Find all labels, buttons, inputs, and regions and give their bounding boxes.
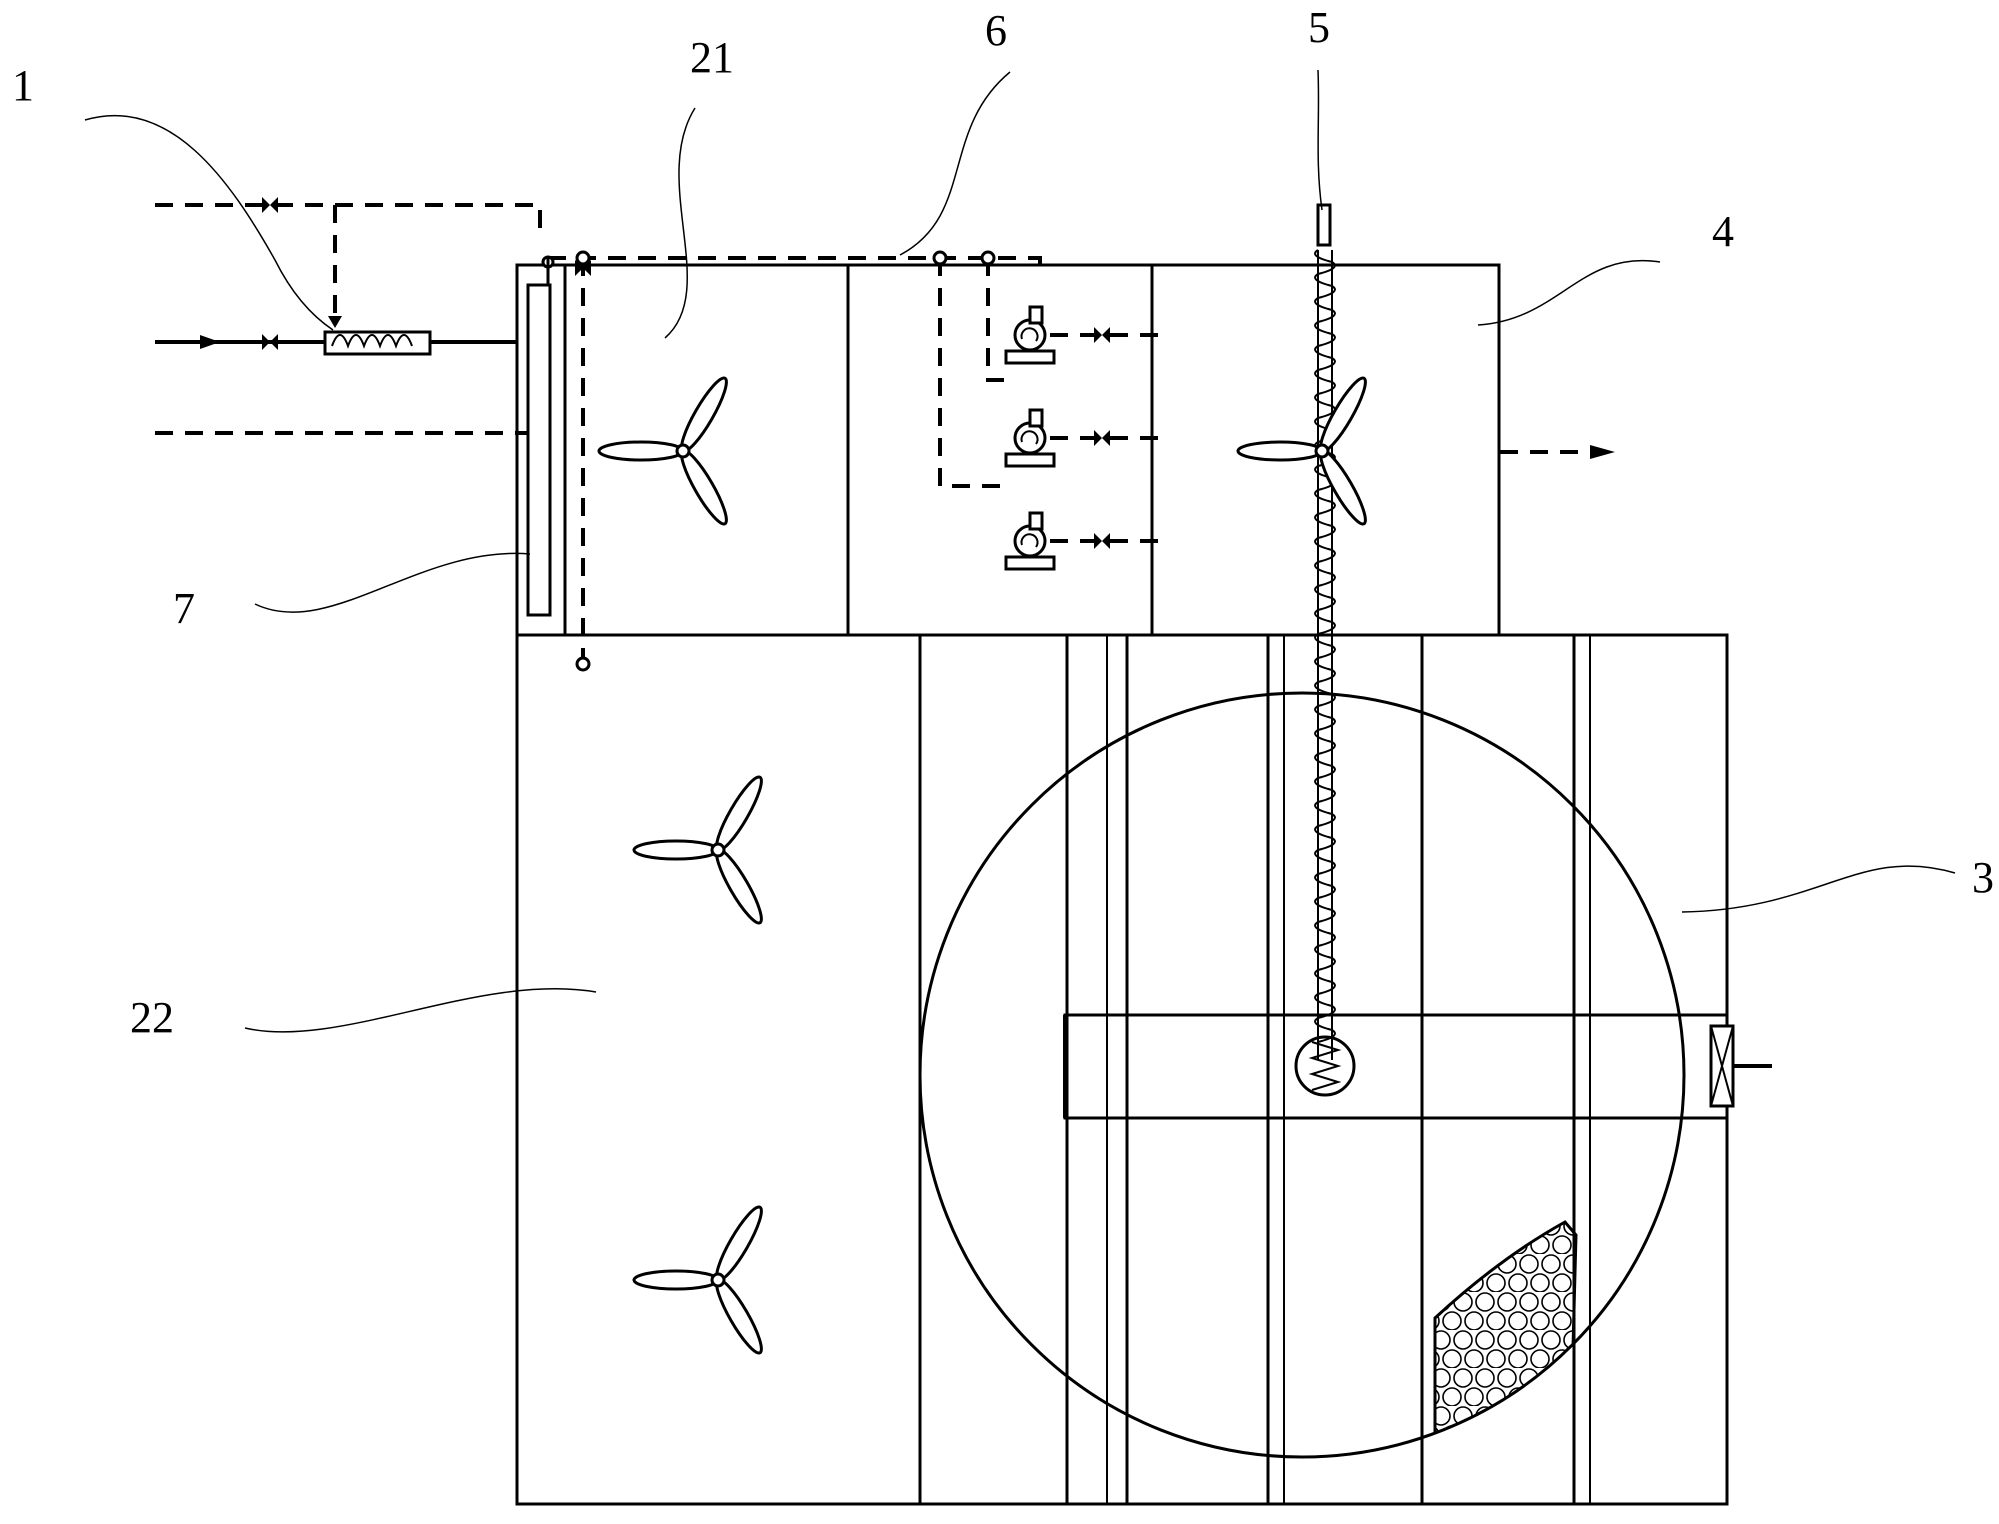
label-4: 4 [1712, 207, 1734, 256]
pump [1004, 305, 1056, 365]
wheel-drive-motor [1709, 1024, 1772, 1108]
pipe-junctions [541, 250, 996, 672]
label-22: 22 [130, 993, 174, 1042]
piping-network [155, 203, 1615, 662]
band-left-edge [1063, 1015, 1067, 1118]
inlet-line [155, 330, 517, 356]
label-7: 7 [173, 584, 195, 633]
fan-21 [597, 376, 728, 526]
fan-22-lower [632, 1205, 763, 1355]
label-21: 21 [690, 33, 734, 82]
honeycomb-media [1433, 1220, 1578, 1457]
valves [262, 197, 1110, 549]
label-3: 3 [1972, 853, 1994, 902]
fan-4 [1236, 376, 1367, 526]
leader-lines [84, 69, 1956, 1033]
label-5: 5 [1308, 3, 1330, 52]
label-6: 6 [985, 6, 1007, 55]
pump [1004, 408, 1056, 468]
fan-22-upper [632, 775, 763, 925]
lower-housing [515, 633, 1729, 1506]
label-1: 1 [12, 61, 34, 110]
rotary-wheel [918, 691, 1686, 1459]
pumps [1004, 305, 1056, 571]
wheel-hub-band [1063, 1013, 1729, 1120]
wheel-frame-posts [1065, 635, 1591, 1504]
filter-element [526, 258, 552, 617]
heating-coil [1294, 203, 1356, 1097]
pump [1004, 511, 1056, 571]
